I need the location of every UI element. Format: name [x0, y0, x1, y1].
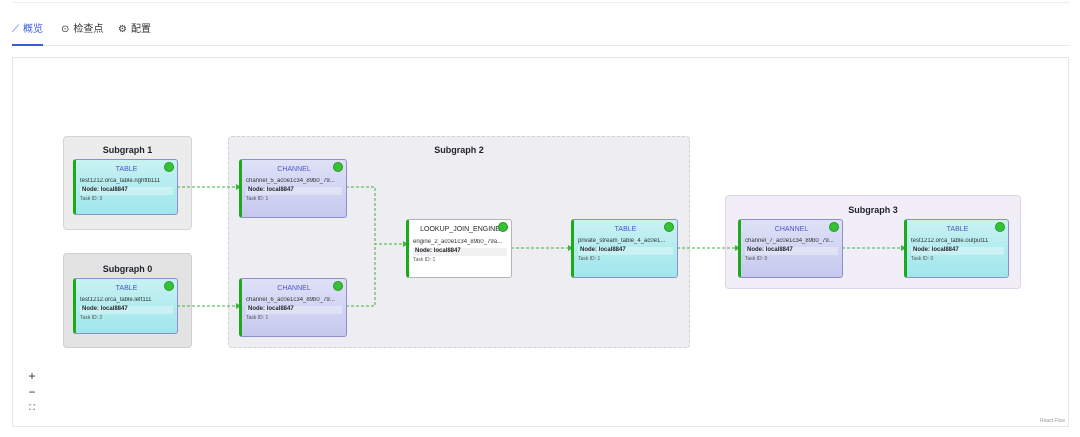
node-host: Node: local8847	[578, 246, 673, 255]
flow-node-table-left111[interactable]: TABLE test1212.orca_table.left111 Node: …	[73, 278, 178, 334]
flow-node-table-output11[interactable]: TABLE test1212.orca_table.output11 Node:…	[904, 219, 1009, 278]
arrowhead	[901, 245, 906, 251]
node-type: LOOKUP_JOIN_ENGINE	[420, 226, 500, 233]
node-name: channel_7_ac0e1c34_89b0_79...	[745, 238, 834, 245]
status-ok-icon	[498, 222, 508, 232]
arrowhead	[403, 241, 408, 247]
node-host: Node: local8847	[745, 246, 838, 255]
flow-node-channel-7[interactable]: CHANNEL channel_7_ac0e1c34_89b0_79... No…	[738, 219, 843, 278]
node-name: test1212.orca_table.output11	[911, 238, 989, 245]
flow-node-channel-6[interactable]: CHANNEL channel_6_ac0e1c34_89b0_79... No…	[239, 278, 347, 337]
edge-n4-n5	[346, 244, 376, 307]
node-host: Node: local8847	[80, 305, 173, 314]
check-circle-icon: ⊙	[61, 24, 70, 35]
node-host: Node: local8847	[246, 305, 342, 314]
chart-line-icon: ⟋	[12, 24, 19, 35]
arrowhead	[568, 245, 573, 251]
node-task-id: Task ID: 2	[80, 314, 103, 321]
node-type: CHANNEL	[277, 285, 311, 292]
node-name: test1212.orca_table.left111	[80, 297, 152, 304]
zoom-in-button[interactable]: +	[28, 369, 36, 383]
status-ok-icon	[664, 222, 674, 232]
react-flow-attribution[interactable]: React Flow	[1039, 418, 1065, 424]
node-task-id: Task ID: 1	[246, 314, 269, 321]
flow-controls: + − ⛶	[24, 368, 40, 416]
tab-overview-label: 概览	[23, 24, 43, 35]
node-name: engine_2_ac0e1c34_89b0_79a...	[413, 239, 503, 246]
tab-overview[interactable]: ⟋ 概览	[12, 24, 43, 46]
subgraph-title: Subgraph 1	[102, 145, 153, 155]
arrowhead	[236, 184, 241, 190]
arrowhead	[735, 245, 740, 251]
status-ok-icon	[164, 162, 174, 172]
tab-config-label: 配置	[130, 24, 151, 35]
subgraph-title: Subgraph 3	[848, 205, 898, 215]
edge-n3-n5	[346, 186, 403, 245]
top-divider	[12, 2, 1070, 3]
edges-layer	[177, 184, 906, 309]
node-type: CHANNEL	[774, 226, 809, 233]
node-task-id: Task ID: 0	[911, 255, 934, 262]
node-type: CHANNEL	[277, 166, 311, 173]
node-name: test1212.orca_table.righttb111	[80, 178, 161, 185]
status-ok-icon	[333, 281, 343, 291]
node-task-id: Task ID: 1	[413, 256, 436, 263]
node-task-id: Task ID: 1	[578, 255, 601, 262]
arrowhead	[236, 303, 241, 309]
flow-node-table-righttb111[interactable]: TABLE test1212.orca_table.righttb111 Nod…	[73, 159, 178, 215]
subgraph-title: Subgraph 0	[102, 264, 153, 274]
status-ok-icon	[829, 222, 839, 232]
node-host: Node: local8847	[413, 247, 507, 256]
status-ok-icon	[995, 222, 1005, 232]
status-ok-icon	[333, 162, 343, 172]
status-ok-icon	[164, 281, 174, 291]
flow-node-channel-5[interactable]: CHANNEL channel_5_ac0e1c34_89b0_79... No…	[239, 159, 347, 218]
subgraph-title: Subgraph 2	[434, 145, 484, 155]
node-type: TABLE	[115, 166, 138, 173]
tab-config[interactable]: ⚙ 配置	[118, 24, 151, 45]
zoom-out-button[interactable]: −	[28, 385, 36, 399]
flow-node-lookup-join-engine[interactable]: LOOKUP_JOIN_ENGINE engine_2_ac0e1c34_89b…	[406, 219, 512, 278]
node-type: TABLE	[614, 226, 637, 233]
node-task-id: Task ID: 0	[745, 255, 768, 262]
node-name: channel_5_ac0e1c34_89b0_79...	[246, 178, 335, 185]
node-type: TABLE	[115, 285, 138, 292]
fit-view-button[interactable]: ⛶	[29, 403, 35, 412]
node-type: TABLE	[946, 226, 969, 233]
flow-canvas[interactable]: Subgraph 1 Subgraph 0 Subgraph 2 Subgrap…	[12, 57, 1069, 427]
node-host: Node: local8847	[246, 186, 342, 195]
node-host: Node: local8847	[80, 186, 173, 195]
tab-bar: ⟋ 概览 ⊙ 检查点 ⚙ 配置	[12, 24, 1070, 46]
node-host: Node: local8847	[911, 246, 1004, 255]
node-task-id: Task ID: 3	[80, 195, 103, 202]
tab-checkpoints[interactable]: ⊙ 检查点	[61, 24, 103, 45]
gear-icon: ⚙	[118, 24, 127, 35]
tab-checkpoints-label: 检查点	[73, 24, 104, 35]
flow-node-private-stream-table[interactable]: TABLE private_stream_table_4_ac0e1... No…	[571, 219, 678, 278]
node-task-id: Task ID: 1	[246, 195, 269, 202]
node-name: channel_6_ac0e1c34_89b0_79...	[246, 297, 335, 304]
node-name: private_stream_table_4_ac0e1...	[578, 238, 666, 245]
